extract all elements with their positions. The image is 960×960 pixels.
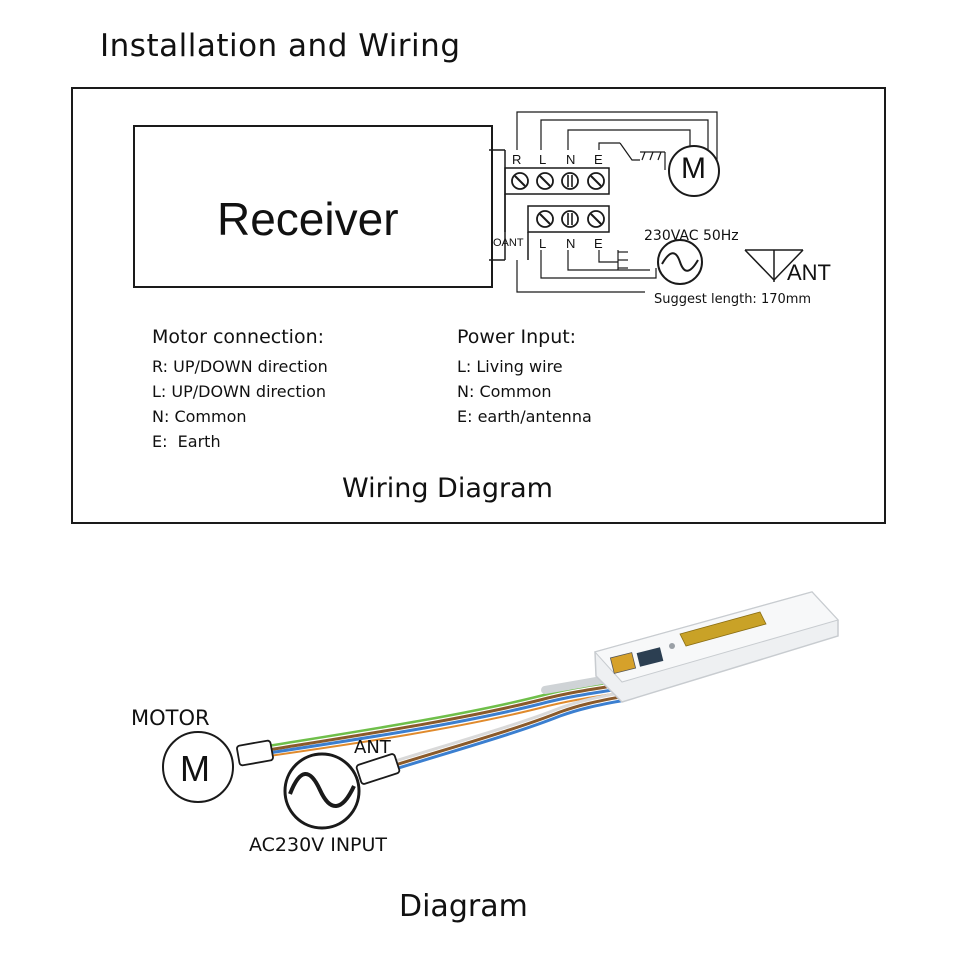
product-motor-symbol	[162, 731, 234, 803]
antenna-label: ANT	[787, 260, 831, 285]
power-input-item: E: earth/antenna	[457, 407, 592, 426]
terminal-ant: OANT	[493, 237, 524, 249]
diagram-caption: Diagram	[399, 889, 528, 924]
terminal-r: R	[512, 152, 522, 167]
terminal-n-bottom: N	[566, 236, 576, 251]
ant-label: ANT	[354, 737, 391, 758]
motor-connection-heading: Motor connection:	[152, 326, 325, 348]
product-ac-input-symbol	[283, 752, 361, 830]
terminal-e-bottom: E	[594, 236, 603, 251]
motor-cable-sleeve	[236, 739, 274, 767]
terminal-n-top: N	[566, 152, 576, 167]
power-label: 230VAC 50Hz	[644, 228, 739, 244]
motor-symbol	[668, 145, 720, 197]
antenna-symbol	[744, 249, 804, 282]
earth-symbol-power	[617, 250, 628, 270]
wiring-diagram-caption: Wiring Diagram	[342, 473, 553, 504]
earth-symbol-motor	[640, 151, 666, 170]
power-input-item: N: Common	[457, 382, 552, 401]
motor-label: MOTOR	[131, 706, 210, 730]
motor-letter: M	[681, 152, 706, 185]
bottom-screws	[536, 210, 605, 228]
receiver-box	[133, 125, 493, 288]
antenna-length-note: Suggest length: 170mm	[654, 292, 812, 307]
motor-connection-item: L: UP/DOWN direction	[152, 382, 327, 401]
terminal-l-bottom: L	[539, 236, 547, 251]
ac-source-symbol	[657, 239, 703, 285]
input-cable-sleeve	[355, 753, 401, 785]
product-wires	[260, 672, 629, 772]
wiring-diagram-frame	[71, 87, 886, 524]
power-input-heading: Power Input:	[457, 326, 577, 348]
motor-connection-item: N: Common	[152, 407, 247, 426]
receiver-label: Receiver	[217, 193, 399, 245]
product-motor-letter: M	[180, 748, 210, 789]
power-wires	[516, 250, 657, 293]
page-title: Installation and Wiring	[100, 28, 461, 64]
terminal-e-top: E	[594, 152, 603, 167]
motor-connection-item: R: UP/DOWN direction	[152, 357, 328, 376]
ac-input-label: AC230V INPUT	[249, 834, 388, 856]
top-screws	[511, 172, 605, 190]
power-input-item: L: Living wire	[457, 357, 563, 376]
terminal-l-top: L	[539, 152, 547, 167]
motor-connection-item: E: Earth	[152, 432, 221, 451]
receiver-module	[594, 591, 839, 703]
